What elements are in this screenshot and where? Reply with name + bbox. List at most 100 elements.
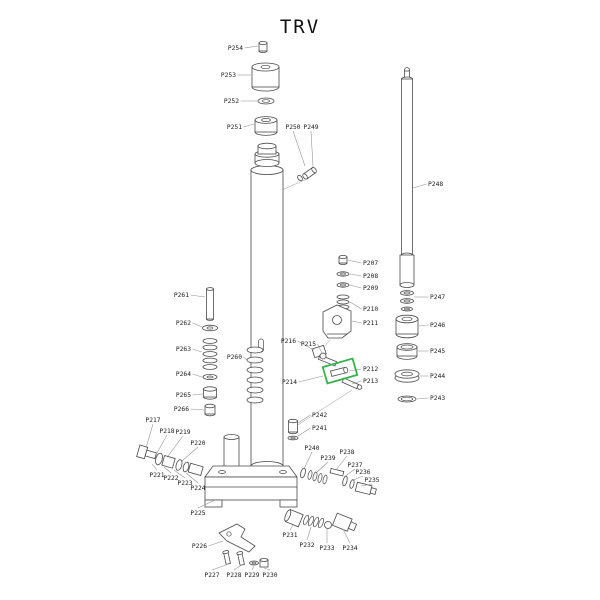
part-label-P253: P253 xyxy=(221,72,236,79)
highlight-layer xyxy=(321,357,359,385)
main-cylinder xyxy=(250,142,284,471)
leader-line-P263 xyxy=(192,348,203,353)
leader-line-P226 xyxy=(208,540,224,547)
part-label-P246: P246 xyxy=(430,322,445,329)
leader-line-P223 xyxy=(173,469,186,479)
part-label-P213: P213 xyxy=(363,378,378,385)
part-label-P208: P208 xyxy=(363,273,378,280)
part-label-P225: P225 xyxy=(190,510,205,517)
small-spring xyxy=(202,338,218,344)
leader-line-P260 xyxy=(243,356,250,363)
part-label-P228: P228 xyxy=(226,572,241,579)
part-label-P220: P220 xyxy=(190,440,205,447)
right-valve-chain xyxy=(300,467,377,496)
part-label-P222: P222 xyxy=(163,475,178,482)
part-label-P214: P214 xyxy=(282,379,297,386)
part-label-P216: P216 xyxy=(281,338,296,345)
part-label-P229: P229 xyxy=(244,572,259,579)
part-label-P236: P236 xyxy=(355,469,370,476)
leader-line-P222 xyxy=(163,466,172,474)
part-label-P231: P231 xyxy=(282,532,297,539)
valve-pin xyxy=(330,366,349,377)
highlight-box xyxy=(321,357,359,385)
leader-line-P243 xyxy=(416,397,429,400)
part-label-P215: P215 xyxy=(301,341,316,348)
vent-screw xyxy=(297,167,317,182)
leader-line-P213 xyxy=(351,380,362,385)
part-label-P221: P221 xyxy=(149,472,164,479)
part-label-P207: P207 xyxy=(363,260,378,267)
seal-ring xyxy=(400,290,414,296)
release-valve-body xyxy=(322,304,352,339)
part-label-P226: P226 xyxy=(192,543,207,550)
leader-line-P238 xyxy=(335,455,348,471)
part-label-P212: P212 xyxy=(363,366,378,373)
leader-line-P264 xyxy=(192,373,203,378)
part-label-P264: P264 xyxy=(176,371,191,378)
leader-line-P229 xyxy=(251,565,255,571)
right-parts-column xyxy=(394,290,420,403)
top-parts-stack xyxy=(251,41,280,136)
part-label-P219: P219 xyxy=(175,429,190,436)
part-label-P224: P224 xyxy=(190,485,205,492)
part-label-P238: P238 xyxy=(339,449,354,456)
bracket-screws xyxy=(222,550,269,568)
base-assembly xyxy=(204,434,298,508)
left-parts-column xyxy=(202,287,218,417)
part-label-P235: P235 xyxy=(364,477,379,484)
part-label-P243: P243 xyxy=(430,395,445,402)
part-label-P263: P263 xyxy=(176,346,191,353)
leader-line-P211 xyxy=(351,320,362,324)
part-label-P247: P247 xyxy=(430,294,445,301)
part-label-P218: P218 xyxy=(159,428,174,435)
release-lever xyxy=(311,344,338,367)
leader-line-P208 xyxy=(349,273,362,277)
part-label-P266: P266 xyxy=(174,406,189,413)
part-label-P265: P265 xyxy=(176,392,191,399)
left-fastener-chain xyxy=(136,444,204,476)
part-label-P240: P240 xyxy=(304,445,319,452)
pump-handle-rod xyxy=(399,67,415,288)
leader-line-P216 xyxy=(297,340,315,351)
part-label-P250: P250 xyxy=(285,124,300,131)
leader-line-P266 xyxy=(190,408,205,411)
leader-line-P254 xyxy=(244,45,259,49)
part-label-P249: P249 xyxy=(303,124,318,131)
leader-line-P242 xyxy=(297,414,311,424)
leader-line-P221 xyxy=(151,463,158,471)
leader-line-P219 xyxy=(167,435,184,457)
part-label-P260: P260 xyxy=(227,354,242,361)
leader-line-P231 xyxy=(289,524,294,531)
part-label-P245: P245 xyxy=(430,348,445,355)
pump-tube xyxy=(223,436,240,469)
overflow-screw xyxy=(287,418,299,441)
part-label-P242: P242 xyxy=(312,412,327,419)
leader-lines-layer xyxy=(145,45,429,571)
pump-spring xyxy=(246,346,264,404)
part-label-P227: P227 xyxy=(204,572,219,579)
leader-line-P239 xyxy=(315,461,329,474)
leader-line-P232 xyxy=(306,526,312,541)
part-label-P251: P251 xyxy=(227,124,242,131)
leader-line-P218 xyxy=(156,434,168,454)
leader-line-P251 xyxy=(243,123,255,128)
leader-line-P230 xyxy=(263,567,271,571)
leader-line-P217 xyxy=(145,423,154,449)
part-label-P252: P252 xyxy=(224,98,239,105)
leader-line-P265 xyxy=(192,393,204,396)
leader-line-P220 xyxy=(181,446,199,462)
mount-bracket xyxy=(218,523,256,553)
leader-line-P248 xyxy=(412,183,427,189)
part-label-P217: P217 xyxy=(145,417,160,424)
part-label-P232: P232 xyxy=(299,542,314,549)
part-label-P239: P239 xyxy=(320,455,335,462)
leader-line-P214 xyxy=(298,375,324,383)
leader-line-P236 xyxy=(350,475,364,482)
leader-line-P209 xyxy=(349,284,362,289)
leader-line-P237 xyxy=(343,468,356,478)
part-label-P261: P261 xyxy=(174,292,189,299)
leader-line-P249 xyxy=(310,130,314,168)
